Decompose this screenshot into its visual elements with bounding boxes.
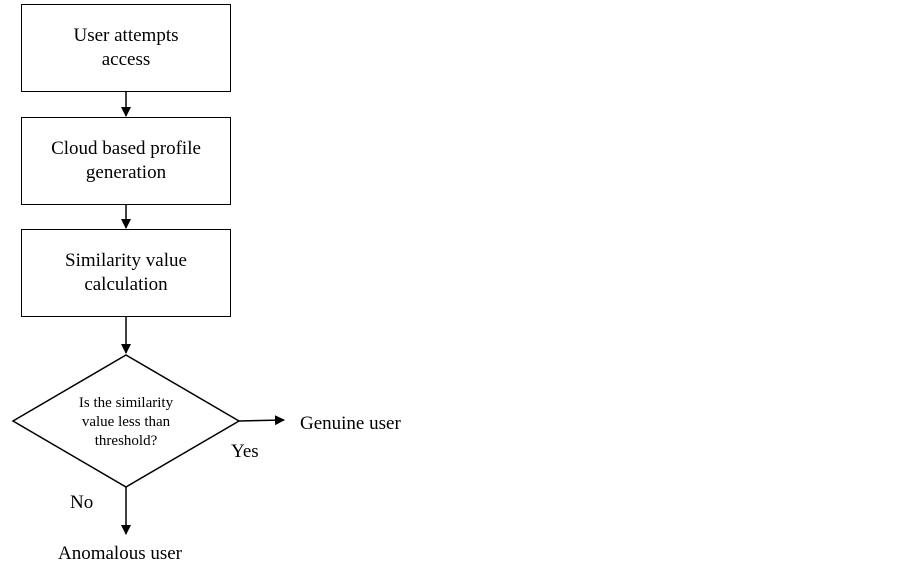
step-similarity-calculation-line1: Similarity value [65,250,187,271]
step-user-attempts-access-line2: access [101,49,151,70]
step-user-attempts-access: User attempts access [21,4,231,92]
step-cloud-profile-generation-line1: Cloud based profile [51,138,201,159]
yes-label: Yes [231,441,259,462]
step-similarity-calculation-line2: calculation [84,274,168,295]
outcome-anomalous-user: Anomalous user [58,543,183,564]
decision-question-line2: value less than [81,414,171,430]
arrow-decision-yes [238,415,285,426]
step-cloud-profile-generation: Cloud based profile generation [21,117,231,205]
step-cloud-profile-generation-line2: generation [85,162,167,183]
decision-question-line1: Is the similarity [78,395,174,411]
no-label: No [70,492,94,513]
decision-question-line3: threshold? [94,433,158,449]
step-similarity-calculation: Similarity value calculation [21,229,231,317]
step-user-attempts-access-line1: User attempts [73,25,179,46]
outcome-genuine-user: Genuine user [300,413,401,434]
decision-question: Is the similarity value less than thresh… [55,394,197,451]
